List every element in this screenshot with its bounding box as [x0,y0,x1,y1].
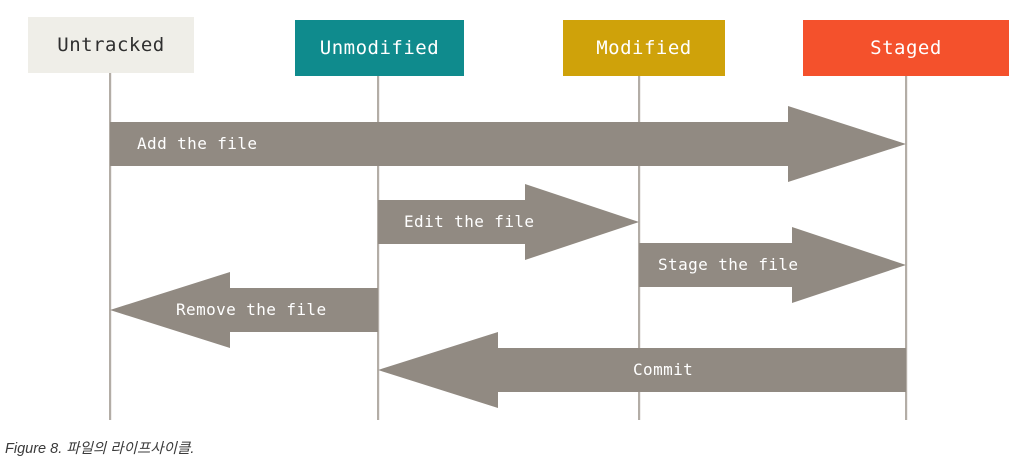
arrow-add-the-file [110,106,906,182]
arrow-label-remove-the-file: Remove the file [176,300,327,319]
state-box-label: Modified [596,37,692,59]
lifeline-1 [377,73,380,420]
arrow-label-edit-the-file: Edit the file [404,212,535,231]
figure-caption-text: 파일의 라이프사이클. [66,441,195,457]
arrow-edit-the-file [378,184,639,260]
arrow-stage-the-file [639,227,906,303]
arrow-label-stage-the-file: Stage the file [658,255,799,274]
state-box-untracked: Untracked [28,17,194,73]
arrow-commit [378,332,906,408]
lifeline-0 [109,73,112,420]
figure-caption-number: Figure 8. [5,441,63,457]
arrow-label-add-the-file: Add the file [137,134,258,153]
lifeline-3 [905,73,908,420]
arrows-group [110,106,906,408]
arrow-label-commit: Commit [633,360,694,379]
state-box-unmodified: Unmodified [295,20,464,76]
state-box-label: Staged [870,37,942,59]
state-box-label: Unmodified [319,37,440,59]
state-box-modified: Modified [563,20,725,76]
arrow-remove-the-file [110,272,378,348]
state-box-staged: Staged [803,20,1009,76]
figure-caption: Figure 8.파일의 라이프사이클. [5,437,194,458]
state-box-label: Untracked [57,34,165,56]
